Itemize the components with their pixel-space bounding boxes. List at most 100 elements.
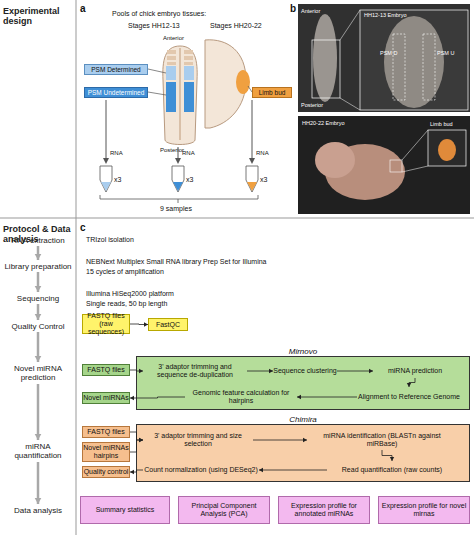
arrow-head xyxy=(35,314,42,320)
node-text: Genomic feature calculation for hairpins xyxy=(185,389,297,405)
step-label: Sequencing xyxy=(2,292,74,304)
node-text: Quality control xyxy=(84,468,129,476)
node-text: Summary statistics xyxy=(96,506,155,514)
psm-region xyxy=(166,82,176,112)
tube-liquid xyxy=(173,182,183,191)
sample-arrow xyxy=(106,100,107,160)
photo-label: PSM U xyxy=(437,50,454,56)
step-arrow xyxy=(35,384,42,440)
step-label: Novel miRNA prediction xyxy=(2,362,74,384)
node-text: Library preparation xyxy=(4,262,71,271)
node-text: FASTQ files xyxy=(87,428,124,436)
psm-region xyxy=(166,66,176,80)
section-divider xyxy=(0,218,474,219)
somite xyxy=(184,62,193,65)
step-arrow xyxy=(35,272,42,292)
analysis-box: Principal Component Analysis (PCA) xyxy=(178,496,270,524)
step-arrow xyxy=(35,332,42,362)
rna-label: RNA xyxy=(182,150,195,157)
tube-liquid xyxy=(101,182,111,191)
container-heading: Chimira xyxy=(137,415,469,424)
file-box: Novel miRNAs hairpins xyxy=(82,442,130,462)
file-box: FASTQ files xyxy=(82,364,130,376)
photo-label: PSM D xyxy=(380,50,397,56)
node-text: Novel miRNAs xyxy=(83,394,129,402)
process-step: Count normalization (using DESeq2) xyxy=(143,461,259,479)
psm-outline xyxy=(423,34,435,100)
analysis-box: Expression profile for novel mirnas xyxy=(378,496,470,524)
photo-label: HH20-22 Embryo xyxy=(302,120,345,126)
process-step: miRNA identification (BLASTn against miR… xyxy=(307,430,457,450)
arrow-head xyxy=(249,158,255,164)
zoom-panel xyxy=(428,130,466,166)
arrow-head xyxy=(35,286,42,292)
rna-label: RNA xyxy=(110,150,123,157)
replicate-count: x3 xyxy=(114,176,121,184)
psm-outline xyxy=(393,34,405,100)
step-arrow xyxy=(35,462,42,504)
file-box: Quality control xyxy=(82,466,130,478)
node-text: Data analysis xyxy=(14,506,62,515)
connector-line xyxy=(130,324,148,326)
zoom-frame xyxy=(312,40,340,98)
rna-label: RNA xyxy=(256,150,269,157)
stage-label: Stages HH20-22 xyxy=(210,22,262,30)
photo-label: Anterior xyxy=(301,8,320,14)
arrow-head xyxy=(130,470,134,474)
zoom-line xyxy=(340,98,360,110)
rna-tube xyxy=(100,166,112,192)
node-text: Expression profile for annotated miRNAs xyxy=(279,502,369,518)
connector-line xyxy=(37,384,40,440)
somite xyxy=(184,50,193,54)
bracket xyxy=(100,195,258,203)
connector-line xyxy=(37,246,40,260)
stage-label: Stages HH12-13 xyxy=(128,22,180,30)
arrow-head xyxy=(103,158,109,164)
embryo-zoom xyxy=(384,16,444,108)
file-box: Novel miRNAs xyxy=(82,392,130,404)
node-text: miRNA identification (BLASTn against miR… xyxy=(307,432,457,448)
node-text: Limb bud xyxy=(259,89,286,97)
node-text: FASTQ files xyxy=(87,366,124,374)
column-divider xyxy=(76,0,77,535)
psm-region xyxy=(184,66,194,80)
process-step: 3' adaptor trimming and size selection xyxy=(143,430,253,450)
arrow-head xyxy=(130,396,134,400)
step-label: Data analysis xyxy=(2,504,74,516)
step-label: miRNA quantification xyxy=(2,440,74,462)
rna-tube xyxy=(246,166,258,192)
sample-arrow xyxy=(252,100,253,160)
analysis-box: Summary statistics xyxy=(80,496,170,524)
somite xyxy=(167,50,176,54)
photo-background xyxy=(298,116,470,214)
limb-bud-drawing xyxy=(236,70,250,94)
process-step: miRNA prediction xyxy=(373,364,457,378)
flow-arrow xyxy=(130,322,148,326)
arrow-head xyxy=(35,498,42,504)
panel-letter: a xyxy=(80,3,86,14)
somite xyxy=(184,56,193,60)
node-text: miRNA prediction xyxy=(388,367,442,375)
node-text: Alignment to Reference Genome xyxy=(358,393,460,401)
node-text: 3' adaptor trimming and sequence de-dupl… xyxy=(143,363,247,379)
zoom-line xyxy=(402,130,428,160)
leader-line xyxy=(148,92,166,95)
section-label: Protocol & Data analysis xyxy=(3,224,73,244)
node-text: PSM Undetermined xyxy=(88,89,145,97)
note: Pools of chick embryo tissues: xyxy=(112,10,206,18)
connector-line xyxy=(37,304,40,320)
process-step: Sequence clustering xyxy=(273,364,337,378)
pipeline-container: Chimira3' adaptor trimming and size sele… xyxy=(136,424,470,482)
somite xyxy=(167,56,176,60)
connector-line xyxy=(37,272,40,292)
embryo-drawing xyxy=(163,46,197,145)
step-label: Library preparation xyxy=(2,260,74,272)
axis-label: Anterior xyxy=(163,35,184,42)
analysis-box: Expression profile for annotated miRNAs xyxy=(278,496,370,524)
replicate-count: x3 xyxy=(260,176,267,184)
node-text: FastQC xyxy=(156,321,180,329)
node-text: Sequence clustering xyxy=(273,367,336,375)
process-step: Genomic feature calculation for hairpins xyxy=(185,387,297,407)
file-box: FASTQ files xyxy=(82,426,130,438)
